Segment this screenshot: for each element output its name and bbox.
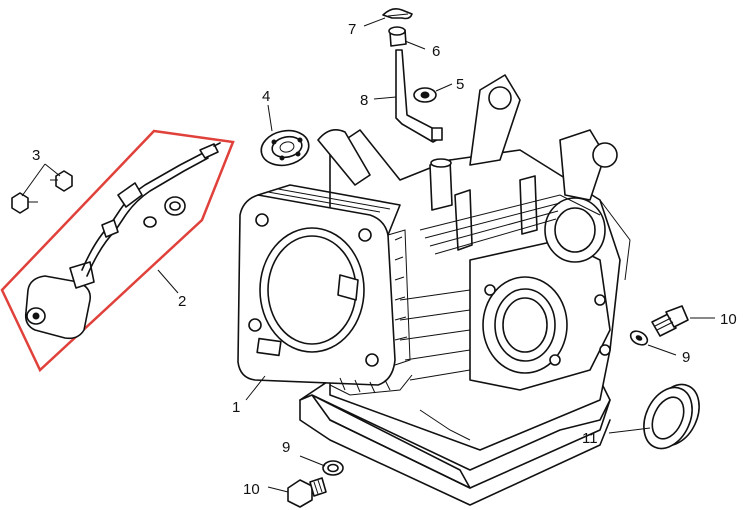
washer-part-9-right xyxy=(629,330,649,346)
callout-11: 11 xyxy=(582,430,598,447)
bolt-part-10-bottom xyxy=(287,477,327,508)
cylinder-bore xyxy=(237,184,413,396)
oil-seal-part-11 xyxy=(643,383,700,450)
callout-1: 1 xyxy=(232,399,240,416)
callout-2: 2 xyxy=(178,293,186,310)
callout-5: 5 xyxy=(456,76,464,93)
callout-9-bottom: 9 xyxy=(282,439,290,456)
callout-10-right: 10 xyxy=(720,311,737,328)
callout-4: 4 xyxy=(262,88,270,105)
callout-10-bottom: 10 xyxy=(243,481,260,498)
callout-8: 8 xyxy=(360,92,368,109)
callout-9-right: 9 xyxy=(682,349,690,366)
clip-part-7 xyxy=(382,8,413,20)
bolt-part-10-right xyxy=(651,305,689,337)
nut-part-5 xyxy=(413,87,437,103)
callout-3: 3 xyxy=(32,147,40,164)
small-bolts-part-3 xyxy=(11,170,186,228)
callout-7: 7 xyxy=(348,21,356,38)
crankcase-block xyxy=(299,74,631,506)
washer-part-9-bottom xyxy=(322,460,344,476)
callout-6: 6 xyxy=(432,43,440,60)
callout-labels: 1 2 3 4 5 6 7 8 9 9 10 10 11 xyxy=(32,21,737,498)
bearing-part-4 xyxy=(260,129,310,167)
governor-shaft-part-8 xyxy=(395,49,443,143)
highlighted-assembly-part-2 xyxy=(0,129,235,373)
highlight-box xyxy=(0,129,235,373)
bushing-part-6 xyxy=(388,26,407,47)
leader-lines xyxy=(21,17,715,493)
